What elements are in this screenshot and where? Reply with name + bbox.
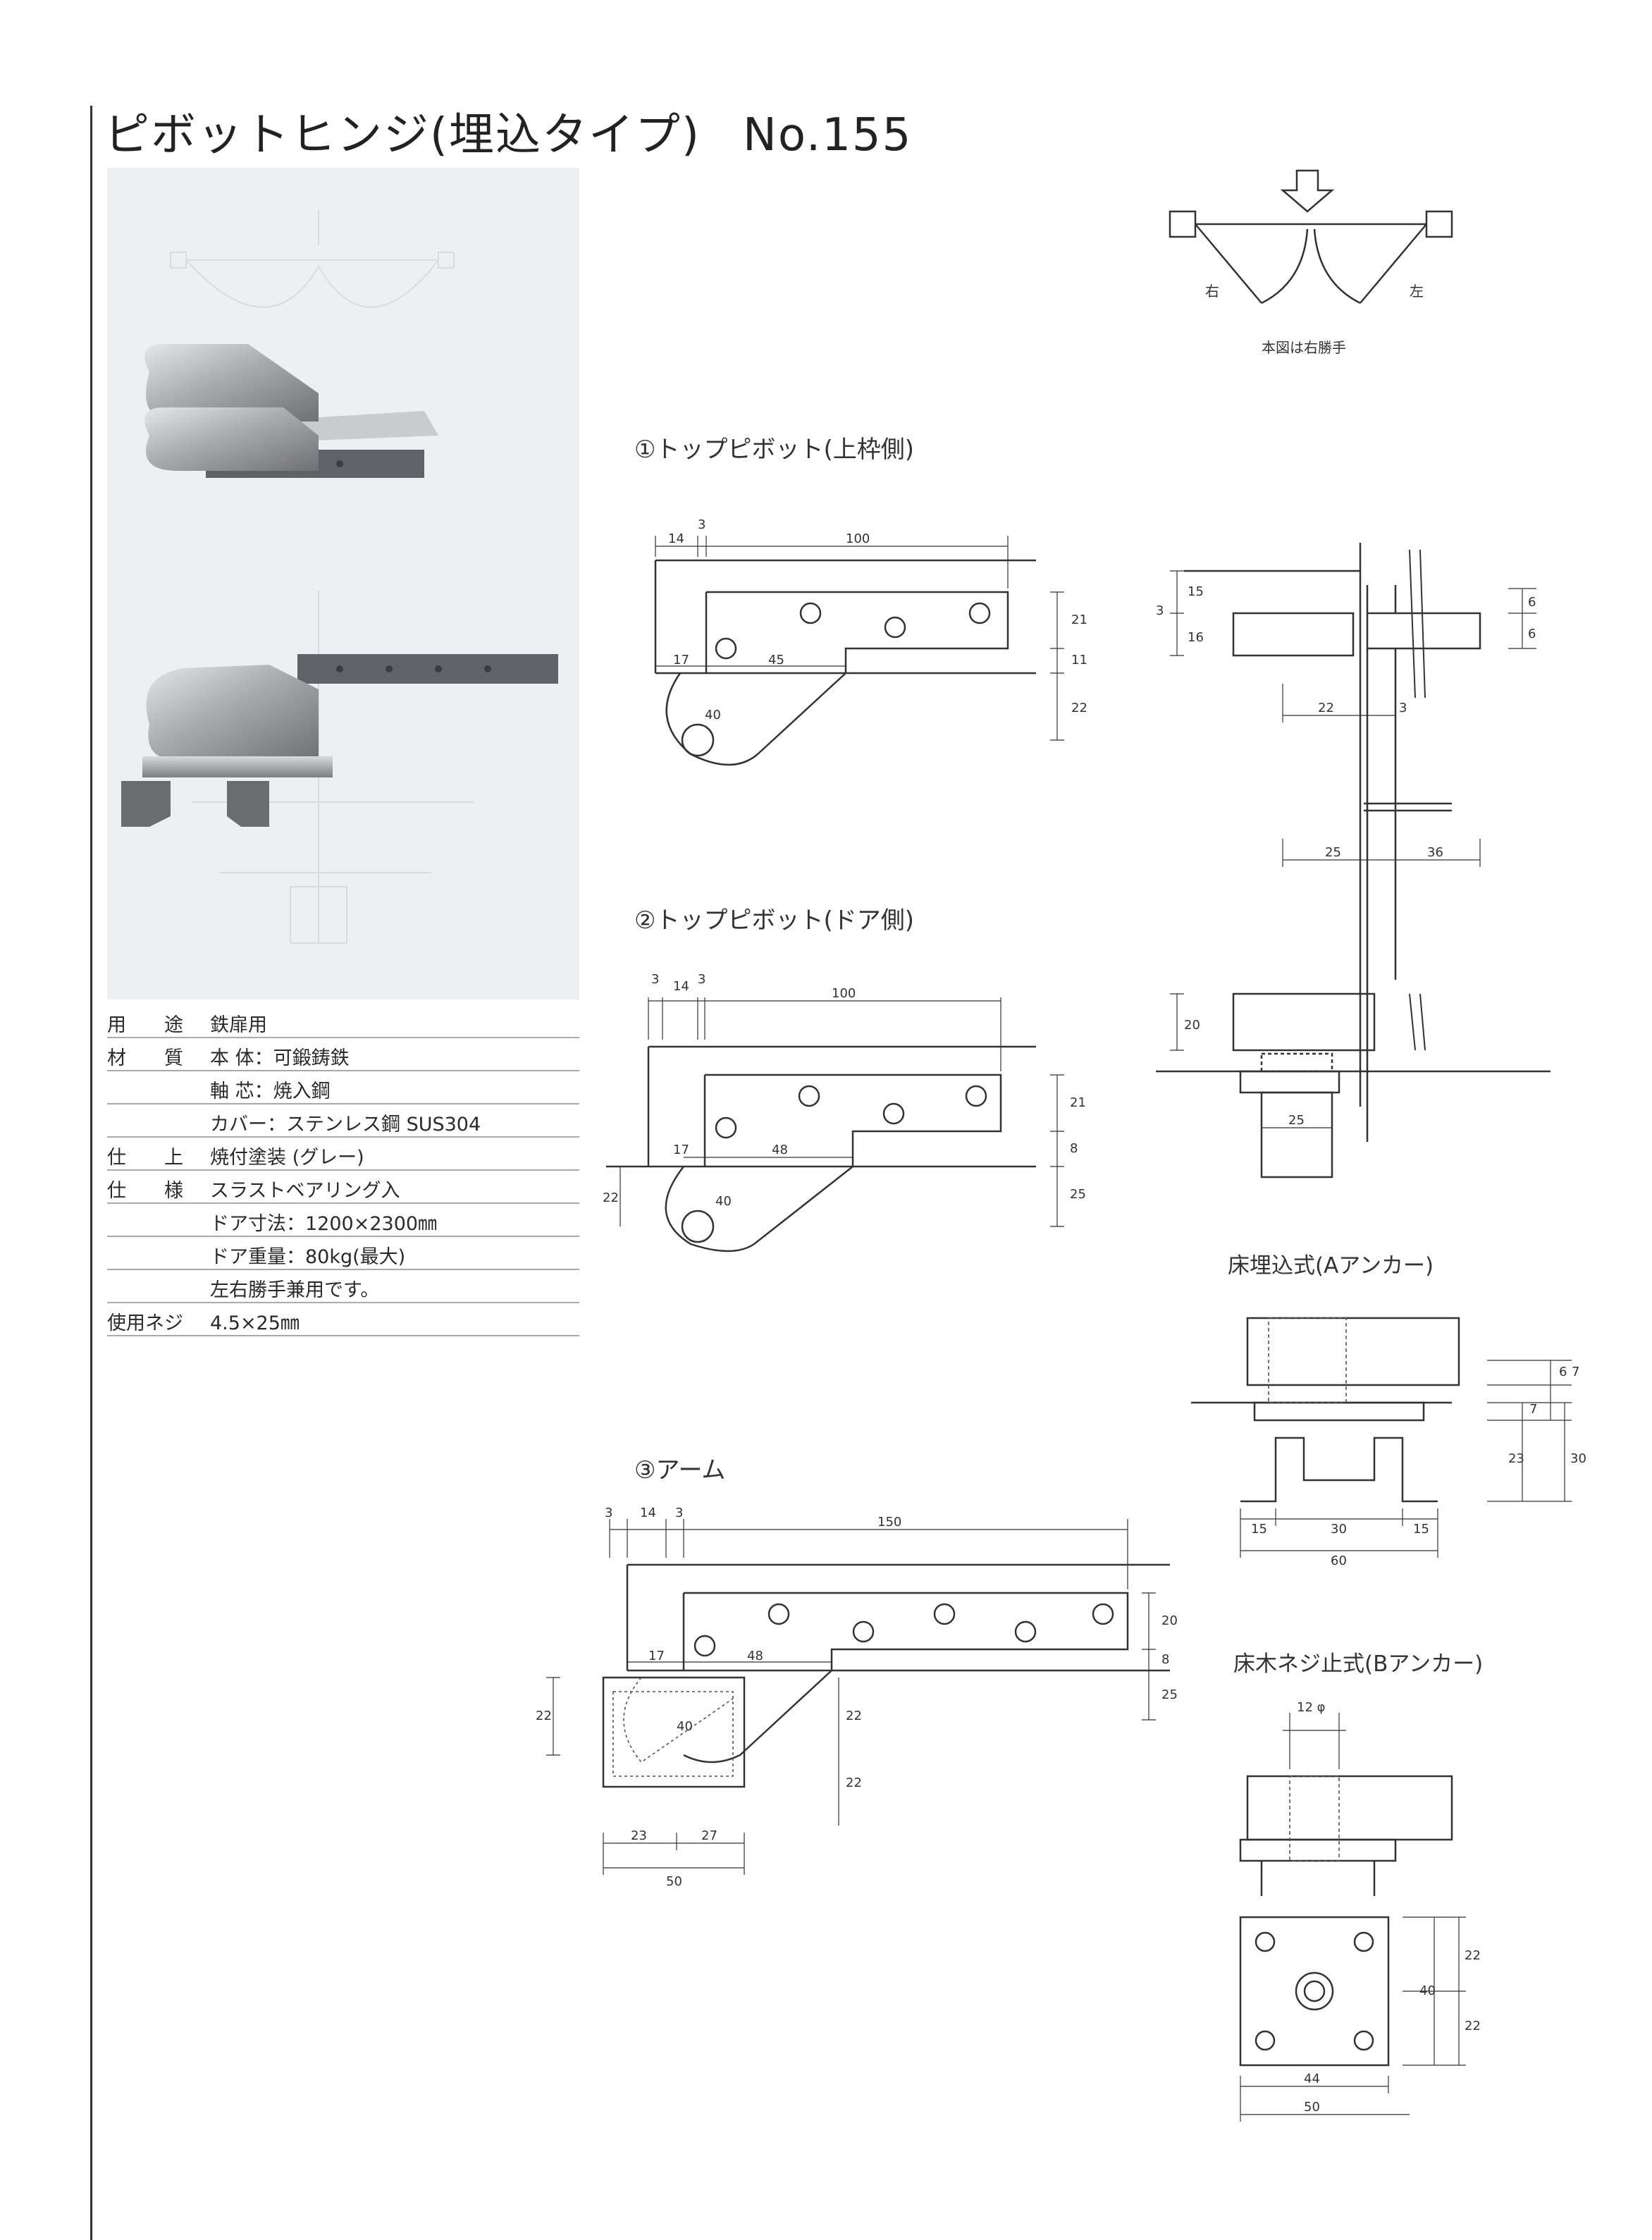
dim-label: 100 [846, 531, 870, 546]
dim-label: 30 [1570, 1451, 1586, 1466]
dim-label: 22 [1071, 701, 1087, 715]
dim-label: 14 [668, 531, 684, 546]
page-title: ピボットヒンジ(埋込タイプ) No.155 [104, 99, 912, 164]
dim-label: 22 [603, 1190, 619, 1205]
dim-label: 40 [1419, 1983, 1436, 1998]
dim-label: 17 [673, 1143, 689, 1157]
section-title-floor-a: 床埋込式(Aアンカー) [1228, 1253, 1434, 1279]
dim-label: 3 [1156, 603, 1164, 618]
dim-label: 22 [1465, 2019, 1481, 2033]
product-photo [107, 168, 579, 999]
spec-row: ドア寸法：1200×2300㎜ [107, 1202, 579, 1237]
dim-label: 25 [1288, 1113, 1305, 1128]
section-title-top-pivot-door: ②トップピボット(ドア側) [634, 906, 915, 935]
product-title: ピボットヒンジ(埋込タイプ) [104, 109, 701, 161]
dim-label: 50 [666, 1874, 682, 1889]
dim-label: 7 [1529, 1402, 1537, 1417]
drawing-floor-b-anchor: 12 φ 22 40 22 44 50 [1239, 1700, 1481, 2122]
dim-label: 40 [677, 1719, 693, 1734]
drawing-floor-a-anchor: 6 7 7 23 30 15 30 15 60 [1191, 1317, 1586, 1568]
dim-label: 100 [832, 986, 856, 1001]
drawing-top-pivot-door: 3 14 3 100 17 48 40 21 8 25 22 [603, 972, 1086, 1253]
hand-right-label: 右 [1205, 283, 1219, 300]
spec-row: ドア重量：80kg(最大) [107, 1236, 579, 1270]
dim-label: 3 [675, 1506, 683, 1520]
spec-row: 材 質本 体：可鍛鋳鉄 [107, 1037, 579, 1071]
dim-label: 27 [701, 1828, 717, 1843]
dim-label: 16 [1188, 630, 1204, 645]
dim-label: 3 [1399, 701, 1407, 715]
section-title-arm: ③アーム [634, 1456, 726, 1484]
spec-row: 左右勝手兼用です。 [107, 1269, 579, 1303]
dim-label: 3 [651, 972, 659, 987]
dim-label: 21 [1070, 1095, 1086, 1110]
dim-label: 40 [705, 708, 721, 722]
spec-row: 仕 上焼付塗装 (グレー) [107, 1136, 579, 1171]
dim-label: 6 [1528, 595, 1536, 610]
dim-label: 22 [846, 1709, 862, 1723]
dim-label: 22 [1465, 1948, 1481, 1963]
dim-label: 22 [846, 1776, 862, 1790]
dim-label: 25 [1161, 1687, 1178, 1702]
dim-label: 3 [698, 517, 705, 532]
section-title-top-pivot-frame: ①トップピボット(上枠側) [634, 436, 915, 464]
dim-label: 11 [1071, 653, 1087, 667]
dim-label: 30 [1331, 1522, 1347, 1537]
dim-label: 40 [715, 1194, 732, 1209]
dim-label: 8 [1161, 1652, 1169, 1667]
dim-label: 60 [1331, 1553, 1347, 1568]
dim-label: 21 [1071, 613, 1087, 627]
hand-direction-diagram: 右 左 本図は右勝手 [1169, 169, 1453, 356]
dim-label: 23 [631, 1828, 647, 1843]
dim-label: 45 [768, 653, 784, 667]
dim-label: 8 [1070, 1141, 1078, 1156]
dim-label: 36 [1427, 845, 1443, 860]
left-vertical-rule [90, 106, 92, 2240]
dim-label: 7 [1572, 1365, 1579, 1379]
dim-label: 14 [640, 1506, 656, 1520]
hand-left-label: 左 [1410, 283, 1424, 300]
drawing-top-pivot-frame: 14 3 100 17 45 40 21 11 22 [654, 517, 1087, 766]
drawing-arm: 3 14 3 150 17 48 40 20 8 25 22 22 22 23 … [536, 1506, 1178, 1889]
dim-label: 20 [1161, 1613, 1178, 1628]
dim-label: 3 [698, 972, 705, 987]
hand-note: 本図は右勝手 [1262, 339, 1346, 356]
dim-label: 20 [1184, 1018, 1200, 1033]
dim-label: 22 [1318, 701, 1334, 715]
dim-label: 6 [1559, 1365, 1567, 1379]
spec-row: 用 途鉄扉用 [107, 1004, 579, 1038]
hinge-photo-illustration [121, 210, 558, 944]
dim-label: 22 [536, 1709, 552, 1723]
drawing-side-elevation: 15 3 16 6 6 22 3 25 36 20 25 [1156, 543, 1551, 1179]
dim-label: 48 [772, 1143, 788, 1157]
dim-label: 25 [1070, 1187, 1086, 1202]
dim-label: 17 [673, 653, 689, 667]
dim-label: 15 [1251, 1522, 1267, 1537]
dim-label: 17 [648, 1649, 665, 1663]
spec-row: カバー：ステンレス鋼 SUS304 [107, 1103, 579, 1138]
dim-label: 150 [877, 1515, 901, 1530]
dim-label: 15 [1188, 584, 1204, 599]
dim-label: 44 [1304, 2072, 1320, 2086]
spec-row: 仕 様スラストベアリング入 [107, 1169, 579, 1204]
dim-label: 15 [1413, 1522, 1429, 1537]
section-title-floor-b: 床木ネジ止式(Bアンカー) [1233, 1651, 1484, 1677]
spec-row: 軸 芯：焼入鋼 [107, 1070, 579, 1104]
dim-label: 12 φ [1297, 1700, 1326, 1715]
dim-label: 6 [1528, 627, 1536, 641]
dim-label: 3 [605, 1506, 612, 1520]
dim-label: 25 [1325, 845, 1341, 860]
dim-label: 48 [747, 1649, 763, 1663]
dim-label: 23 [1508, 1451, 1524, 1466]
dim-label: 14 [673, 979, 689, 994]
dim-label: 50 [1304, 2100, 1320, 2115]
model-number: No.155 [742, 109, 913, 161]
